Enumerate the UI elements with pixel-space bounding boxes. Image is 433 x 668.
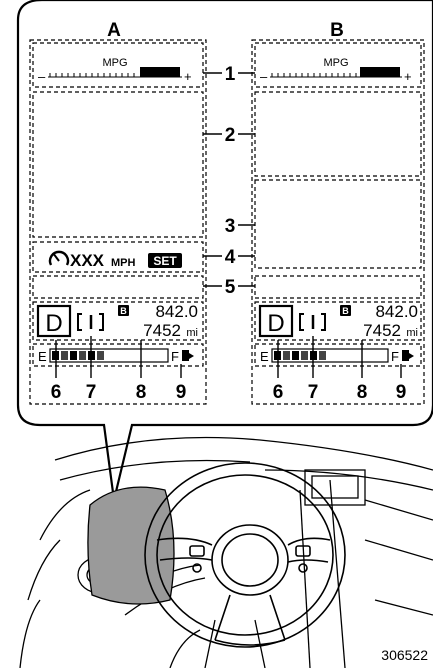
panel-a-plus-sign: +: [184, 69, 192, 84]
panel-a-fuel-zone: [32, 343, 204, 367]
panel-b-label: B: [330, 20, 344, 41]
set-badge: [148, 253, 182, 268]
panel-a-fuel-full: F: [171, 349, 179, 364]
cruise-speed-text: XXX: [70, 251, 105, 270]
panel-b-fuel-pump-icon: [402, 350, 414, 361]
panel-a-frame: [29, 39, 207, 405]
callout-9-a: 9: [176, 382, 187, 403]
callout-leaders: [55, 72, 402, 378]
panel-b-mpg-ticks: [271, 73, 357, 77]
panel-a-minus-sign: –: [38, 69, 46, 84]
fuel-segment: [292, 351, 299, 360]
panel-a-mpg-ticks: [49, 73, 135, 77]
panel-b-minus-sign: –: [260, 69, 268, 84]
panel-b-fuel-gauge: [271, 348, 389, 363]
panel-b-trip-badge: [340, 305, 351, 316]
panel-a-fuel-gauge: [49, 348, 169, 363]
panel-b-fuel-full: F: [391, 349, 399, 364]
panel-b-fuel-zone: [254, 343, 422, 367]
panel-b-odometer-unit: mi: [406, 327, 418, 339]
callout-9-b: 9: [396, 382, 407, 403]
callout-8-a: 8: [136, 382, 147, 403]
panel-a-info-zone: [32, 301, 204, 341]
callout-7-b: 7: [308, 382, 319, 403]
panel-b-odometer: 7452: [363, 321, 401, 340]
set-badge-text: SET: [153, 254, 177, 268]
panel-b-plus-sign: +: [404, 69, 412, 84]
panel-a-mpg-zone: [32, 42, 204, 88]
panel-a-gear-indicator: D: [45, 310, 62, 337]
panel-b-frame: [251, 39, 425, 405]
panel-a-trip-badge: [118, 305, 129, 316]
panel-b-gear-indicator: D: [267, 310, 284, 337]
fuel-segment: [61, 351, 68, 360]
figure-id: 306522: [381, 647, 428, 663]
panel-a-zone-5: [32, 275, 204, 299]
panel-a-odometer: 7452: [143, 321, 181, 340]
callout-frame: [16, 0, 433, 501]
panel-b-info-zone: [254, 301, 422, 341]
panel-b-trip-badge-text: B: [342, 306, 349, 316]
panel-b-mpg-label: MPG: [323, 57, 348, 69]
speedometer-icon: [48, 250, 70, 266]
fuel-segment: [319, 351, 326, 360]
callout-7-a: 7: [86, 382, 97, 403]
cruise-speed-unit: MPH: [111, 257, 136, 269]
panel-a-trip-badge-text: B: [120, 306, 127, 316]
panel-a-fuel-empty: E: [38, 349, 47, 364]
panel-a-mpg-bar: [140, 67, 180, 77]
panel-b-zone-3: [254, 179, 422, 269]
panel-b-trip-value: 842.0: [375, 302, 418, 321]
panel-a-trip-value: 842.0: [155, 302, 198, 321]
callout-6-a: 6: [51, 382, 62, 403]
panel-a-zone-2: [32, 91, 204, 238]
fuel-segment: [97, 351, 104, 360]
panel-a-fuel-pump-icon: [182, 350, 194, 361]
panel-b-gear-box: [258, 304, 294, 338]
callout-4: 4: [225, 247, 236, 268]
fuel-segment: [70, 351, 77, 360]
panel-b-fuel-empty: E: [260, 349, 269, 364]
panel-a-mpg-label: MPG: [102, 57, 127, 69]
callout-3: 3: [225, 216, 236, 237]
callout-8-b: 8: [357, 382, 368, 403]
panel-b-mpg-bar: [360, 67, 400, 77]
panel-a-awd-icon: [77, 313, 104, 331]
callout-2: 2: [225, 125, 236, 146]
callout-6-b: 6: [273, 382, 284, 403]
panel-b-awd-icon: [299, 313, 326, 331]
panel-a-label: A: [107, 20, 121, 41]
steering-wheel: [144, 462, 346, 648]
panel-a-cruise-zone: [32, 241, 204, 273]
callout-1: 1: [225, 64, 236, 85]
panel-a-odometer-unit: mi: [186, 327, 198, 339]
callout-5: 5: [225, 277, 236, 298]
instrument-cluster-highlight: [87, 486, 175, 605]
panel-a-gear-box: [36, 304, 72, 338]
fuel-segment: [79, 351, 86, 360]
fuel-segment: [283, 351, 290, 360]
panel-b-zone-5: [254, 275, 422, 299]
fuel-segment: [301, 351, 308, 360]
